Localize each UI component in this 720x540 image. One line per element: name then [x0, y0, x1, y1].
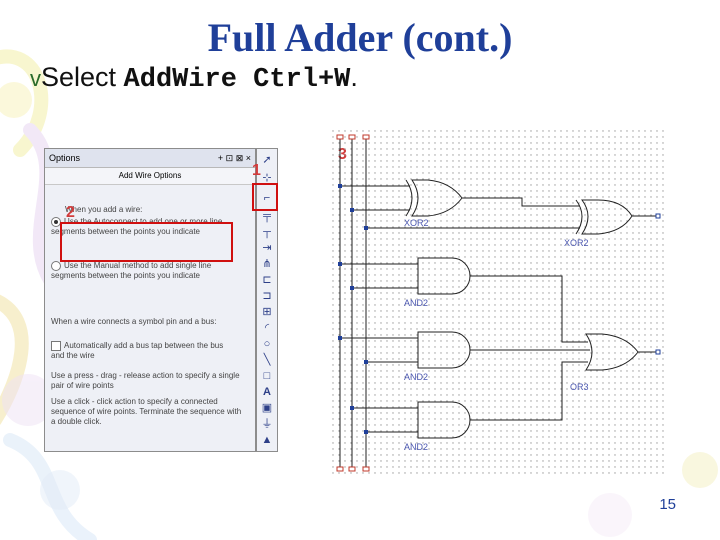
gate-label-and3: AND2	[404, 442, 428, 452]
pan-icon[interactable]: ▲	[261, 434, 273, 446]
gate-label-or3: OR3	[570, 382, 589, 392]
bullet-suffix: .	[350, 62, 358, 92]
output-port-b[interactable]	[348, 466, 356, 472]
bullet-text: Select	[41, 62, 124, 92]
xor-gate-2-back	[575, 199, 583, 235]
junction-dot	[364, 226, 368, 230]
bus-entry-icon[interactable]: ⊏	[262, 274, 272, 286]
bus-tap-checkbox[interactable]: Automatically add a bus tap between the …	[51, 341, 231, 361]
carry-output-marker[interactable]	[655, 349, 661, 355]
schematic-canvas[interactable]: XOR2 XOR2 AND2 AND2 AND2 OR3	[332, 130, 664, 476]
help-click-click: Use a click - click action to specify a …	[51, 397, 242, 426]
help-press-drag: Use a press - drag - release action to s…	[51, 371, 240, 390]
radio-manual-button[interactable]	[51, 261, 61, 271]
options-panel-header: Options + ⊡ ⊠ ×	[45, 149, 255, 168]
bus-tap-checkbox-label: Automatically add a bus tap between the …	[51, 341, 224, 361]
wire-and3-or[interactable]	[470, 361, 588, 421]
radio-manual-label: Use the Manual method to add single line…	[51, 261, 212, 281]
junction-dot	[364, 430, 368, 434]
junction-dot	[338, 336, 342, 340]
add-wire-icon[interactable]: ⌐	[263, 192, 271, 204]
help-text: Use a press - drag - release action to s…	[51, 371, 243, 427]
gate-label-and1: AND2	[404, 298, 428, 308]
bus-tap-icon[interactable]: ⋔	[262, 258, 272, 270]
arc-icon[interactable]: ◜	[264, 322, 270, 334]
junction-dot	[350, 406, 354, 410]
bus-icon[interactable]: ╤	[263, 210, 271, 222]
rectangle-icon[interactable]: □	[263, 370, 271, 382]
grid-background	[332, 130, 664, 476]
bus-tap-group: When a wire connects a symbol pin and a …	[51, 317, 243, 360]
xor-gate-2[interactable]	[581, 199, 633, 235]
panel-window-controls[interactable]: + ⊡ ⊠ ×	[217, 153, 251, 163]
highlight-autoconnect-option	[60, 222, 233, 262]
junction-dot	[338, 184, 342, 188]
wire-xor1-xor2[interactable]	[462, 197, 580, 207]
highlight-add-wire-tool	[252, 183, 278, 211]
gate-label-and2: AND2	[404, 372, 428, 382]
input-port-c[interactable]	[362, 134, 370, 140]
wire-label-icon[interactable]: ┬	[263, 226, 271, 238]
callout-2: 2	[66, 204, 75, 221]
junction-dot	[350, 208, 354, 212]
radio-manual[interactable]: Use the Manual method to add single line…	[51, 261, 231, 281]
junction-dot	[364, 360, 368, 364]
bus-tap-checkbox-box[interactable]	[51, 341, 61, 351]
schematic-toolbar: ➚ ⊹ ⌐ ╤ ┬ ⇥ ⋔ ⊏ ⊐ ⊞ ◜ ○ ╲ □ A ▣ ⏚ ▲	[256, 148, 278, 452]
and-gate-2[interactable]	[417, 331, 471, 369]
wire-and1-or[interactable]	[470, 275, 588, 343]
page-number: 15	[659, 496, 676, 513]
input-port-b[interactable]	[348, 134, 356, 140]
options-panel-title: Options	[49, 153, 81, 163]
group1-heading: When you add a wire:	[65, 205, 143, 214]
input-port-a[interactable]	[336, 134, 344, 140]
image-icon[interactable]: ▣	[261, 402, 273, 414]
gate-label-xor2: XOR2	[564, 238, 589, 248]
and-gate-1[interactable]	[417, 257, 471, 295]
sum-output-marker[interactable]	[655, 213, 661, 219]
group2-heading: When a wire connects a symbol pin and a …	[51, 317, 217, 326]
radio-autoconnect-label: Use the Autoconnect to add one or more l…	[51, 217, 223, 237]
options-panel: Options + ⊡ ⊠ × Add Wire Options When yo…	[44, 148, 256, 452]
wire-add-group: When you add a wire: Use the Autoconnect…	[51, 205, 243, 280]
text-icon[interactable]: A	[263, 386, 271, 398]
symbol-icon[interactable]: ⊐	[262, 290, 272, 302]
output-port-a[interactable]	[336, 466, 344, 472]
xor-gate-1-back	[405, 179, 413, 217]
pointer-icon[interactable]: ➚	[262, 154, 272, 166]
bullet-command: AddWire Ctrl+W	[123, 65, 351, 95]
circle-icon[interactable]: ○	[263, 338, 271, 350]
net-name-icon[interactable]: ⊹	[262, 172, 272, 184]
line-icon[interactable]: ╲	[263, 354, 271, 366]
or-gate[interactable]	[585, 333, 639, 371]
gate-label-xor1: XOR2	[404, 218, 429, 228]
bullet-instruction: vSelect AddWire Ctrl+W.	[30, 62, 358, 95]
junction-dot	[338, 262, 342, 266]
callout-1: 1	[252, 162, 261, 179]
bullet-marker-icon: v	[30, 66, 41, 91]
slide-title: Full Adder (cont.)	[207, 15, 513, 60]
options-panel-subtitle: Add Wire Options	[45, 168, 255, 185]
and-gate-3[interactable]	[417, 401, 471, 439]
pin-icon[interactable]: ⏚	[261, 418, 273, 430]
output-port-c[interactable]	[362, 466, 370, 472]
io-marker-icon[interactable]: ⇥	[262, 242, 272, 254]
hierarchy-icon[interactable]: ⊞	[262, 306, 272, 318]
junction-dot	[350, 286, 354, 290]
xor-gate-1[interactable]	[411, 179, 463, 217]
